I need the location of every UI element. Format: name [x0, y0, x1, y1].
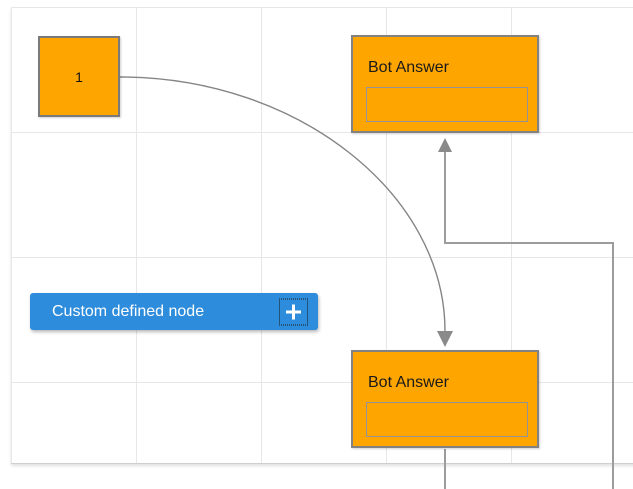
- node-custom-label: Custom defined node: [52, 302, 205, 320]
- bot-answer-input[interactable]: [366, 402, 528, 437]
- node-custom-defined[interactable]: Custom defined node: [30, 293, 318, 330]
- node-bot-answer-top[interactable]: Bot Answer: [351, 35, 539, 133]
- node-title: Bot Answer: [368, 59, 449, 76]
- plus-glyph-icon: [286, 304, 301, 319]
- node-square-label: 1: [75, 68, 83, 85]
- node-bot-answer-bottom[interactable]: Bot Answer: [351, 350, 539, 448]
- arrowhead-up-icon: [438, 138, 452, 152]
- plus-icon[interactable]: [279, 298, 308, 325]
- node-title: Bot Answer: [368, 374, 449, 391]
- arrowhead-down-icon: [437, 331, 453, 347]
- node-square[interactable]: 1: [38, 36, 120, 117]
- elbow-connector[interactable]: [444, 152, 614, 489]
- bot-answer-input[interactable]: [366, 87, 528, 122]
- curve-connector[interactable]: [119, 76, 446, 332]
